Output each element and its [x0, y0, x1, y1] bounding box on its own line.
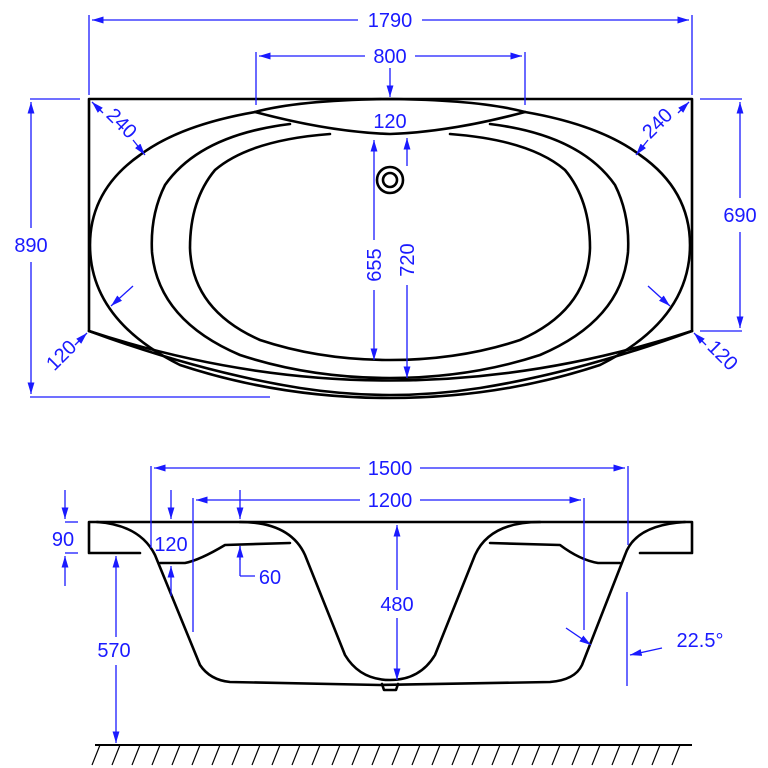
- top-view: 1790 800 120 890 655 720 690: [14, 10, 757, 400]
- dim-corner-right: 120: [703, 336, 742, 375]
- floor: [91, 744, 692, 766]
- dim-overall-width: 890: [14, 235, 47, 257]
- dim-side-length-top: 1500: [368, 458, 413, 480]
- dim-right-depth: 690: [723, 205, 756, 227]
- dim-inner-top-width: 800: [373, 46, 406, 68]
- dim-inner-655: 655: [364, 248, 386, 281]
- dim-inner-720: 720: [397, 243, 419, 276]
- dim-inner-depth: 480: [380, 594, 413, 616]
- drain-icon: [375, 165, 405, 195]
- dim-seat-step: 120: [154, 534, 187, 556]
- dim-rim-left: 240: [102, 104, 141, 143]
- dim-corner-left: 120: [42, 336, 81, 375]
- dim-wall-angle: 22.5°: [677, 630, 724, 652]
- dim-rim-right: 240: [638, 104, 677, 143]
- dimensions-top: 1790 800 120 890 655 720 690: [14, 10, 757, 398]
- tub-outline-top: [87, 97, 694, 400]
- dim-rim-height: 90: [52, 529, 74, 551]
- dim-seat-drop: 60: [259, 567, 281, 589]
- tub-outline-side: [87, 520, 694, 692]
- dim-side-length-bottom: 1200: [368, 490, 413, 512]
- dim-headrest: 120: [373, 111, 406, 133]
- dim-floor-to-rim: 570: [97, 640, 130, 662]
- side-view: 1500 1200 90 120 60 480 570: [52, 458, 724, 766]
- dim-overall-length: 1790: [368, 10, 413, 32]
- dimensions-side: 1500 1200 90 120 60 480 570: [52, 458, 724, 743]
